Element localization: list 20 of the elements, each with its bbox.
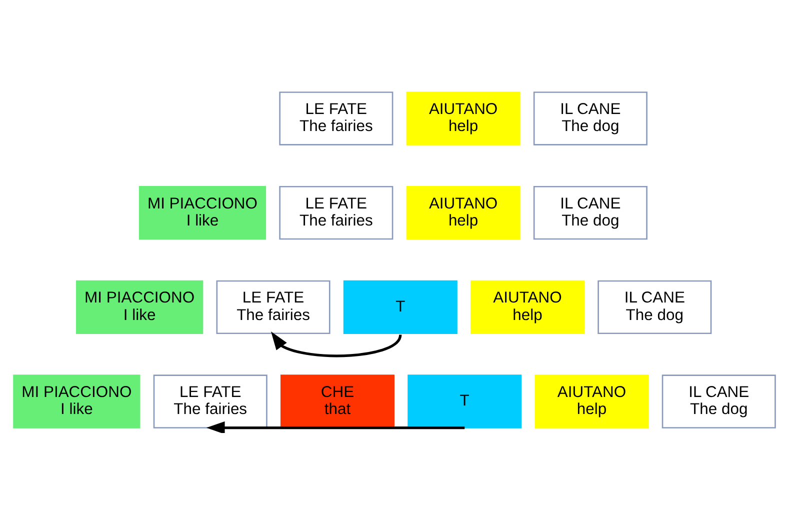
node-box: MI PIACCIONO I like	[76, 280, 204, 334]
node-box: LE FATE The fairies	[279, 92, 394, 146]
node-box: CHE that	[280, 374, 394, 428]
node-box: AIUTANO help	[406, 186, 520, 240]
node-box: LE FATE The fairies	[153, 374, 268, 428]
node-box: MI PIACCIONO I like	[138, 186, 266, 240]
node-box: AIUTANO help	[406, 92, 520, 146]
arrow	[206, 421, 465, 433]
node-box: AIUTANO help	[534, 374, 649, 428]
node-box: T	[408, 374, 522, 428]
node-box: T	[343, 280, 458, 334]
arrow	[270, 331, 402, 358]
node-box: IL CANE The dog	[533, 186, 648, 240]
node-box: LE FATE The fairies	[216, 280, 330, 334]
node-box: LE FATE The fairies	[279, 186, 394, 240]
node-box: IL CANE The dog	[533, 92, 648, 146]
node-box: IL CANE The dog	[662, 374, 776, 428]
node-box: IL CANE The dog	[598, 280, 712, 334]
node-box: MI PIACCIONO I like	[13, 374, 140, 428]
node-box: AIUTANO help	[470, 280, 585, 334]
